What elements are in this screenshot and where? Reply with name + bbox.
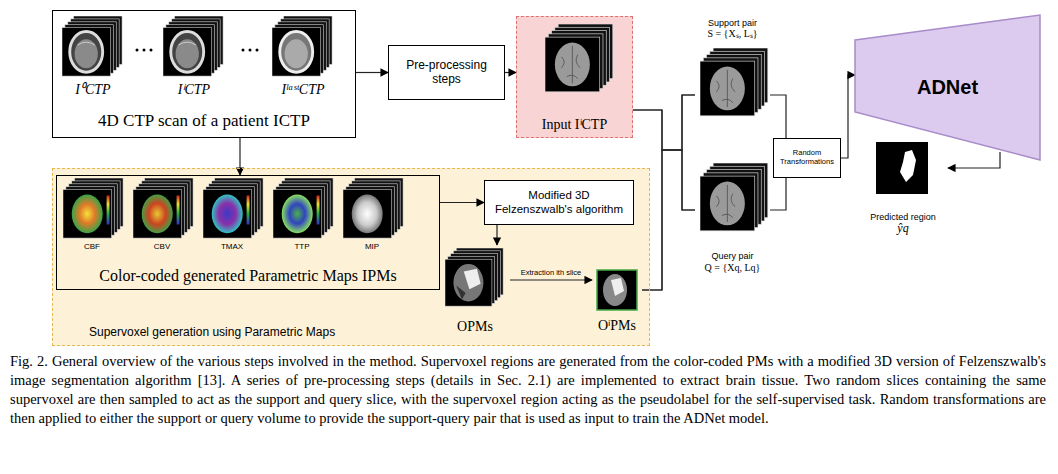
node-text: Q = {Xq, Lq} xyxy=(705,262,761,274)
node-text: OPMs xyxy=(457,319,493,335)
image-label: I⁰CTP xyxy=(75,82,110,97)
input-panel: Input IⁱCTP xyxy=(516,16,633,138)
node-text: Modified 3D Felzenszwalb's algorithm xyxy=(491,189,627,215)
node-text: Random Transformations xyxy=(776,149,838,166)
image-label: CBV xyxy=(154,243,170,252)
connector xyxy=(770,178,786,210)
node-text: ADNet xyxy=(917,76,978,99)
process-box: Random Transformations xyxy=(773,138,841,178)
edge-label: Extraction ith slice xyxy=(520,269,582,277)
supervoxel-band: Supervoxel generation using Parametric M… xyxy=(52,168,650,346)
node-text: Support pair xyxy=(708,18,757,28)
image-stack: Query pairQ = {Xq, Lq} xyxy=(695,165,770,273)
image-stack: OPMs xyxy=(440,245,510,335)
image-label: IˡᵃˢᵗCTP xyxy=(281,82,324,97)
node-text: Predicted region xyxy=(870,212,936,222)
image-stack: Support pairS = {Xₛ, Lₛ} xyxy=(695,18,770,143)
network-block: ADNet xyxy=(855,15,1040,160)
connector xyxy=(505,72,516,73)
node-text: Query pair xyxy=(711,251,753,261)
image-label: CBF xyxy=(84,243,100,252)
image-label: IⁱCTP xyxy=(178,82,210,97)
node-text: S = {Xₛ, Lₛ} xyxy=(707,28,757,40)
node-text: 4D CTP scan of a patient ICTP xyxy=(98,111,310,131)
connector xyxy=(496,225,497,245)
connector xyxy=(440,202,484,203)
node-text: OⁱPMs xyxy=(598,318,636,334)
process-box: Pre-processing steps xyxy=(388,45,505,100)
node-text: Color-coded generated Parametric Maps IP… xyxy=(99,267,396,285)
node-text: Supervoxel generation using Parametric M… xyxy=(89,326,335,340)
connector xyxy=(510,279,592,280)
connector xyxy=(633,95,695,150)
connector xyxy=(948,152,1000,168)
connector xyxy=(356,72,388,73)
connector xyxy=(239,138,240,175)
connector xyxy=(770,95,786,138)
image-label: TTP xyxy=(294,243,309,252)
image-slice: OⁱPMs xyxy=(592,262,642,334)
process-box: Modified 3D Felzenszwalb's algorithm xyxy=(484,180,634,225)
output-image: Predicted regionŷq xyxy=(858,138,948,236)
image-label: TMAX xyxy=(221,243,243,252)
caption: Fig. 2. General overview of the various … xyxy=(10,352,1046,427)
image-label: MIP xyxy=(365,243,379,252)
connector xyxy=(841,75,855,158)
node-text: Pre-processing steps xyxy=(395,59,498,87)
connector xyxy=(633,110,695,210)
scan-box: 4D CTP scan of a patient ICTP xyxy=(52,10,356,138)
node-text: Input IⁱCTP xyxy=(542,117,607,133)
maps-box: Color-coded generated Parametric Maps IP… xyxy=(56,175,440,290)
node-text: ŷq xyxy=(897,222,908,236)
